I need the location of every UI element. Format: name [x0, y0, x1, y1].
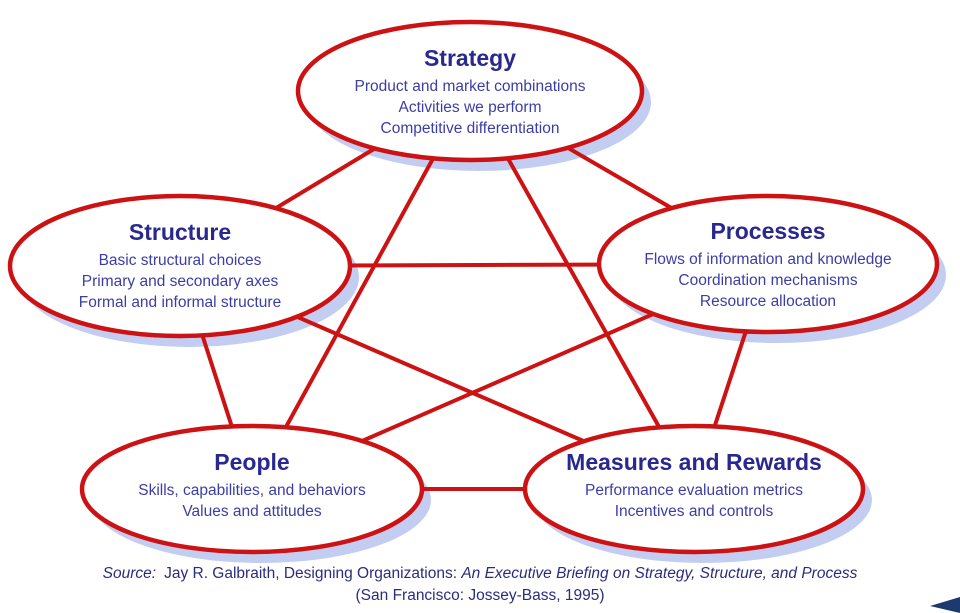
people-line-1: Skills, capabilities, and behaviors: [138, 482, 366, 499]
measures-ellipse: [522, 423, 866, 555]
processes-line-3: Resource allocation: [699, 293, 837, 310]
source-line-1: Source: Jay R. Galbraith, Designing Organ…: [0, 563, 960, 585]
source-subtitle: An Executive Briefing on Strategy, Struc…: [461, 565, 858, 582]
processes-line-1: Flows of information and knowledge: [644, 251, 892, 268]
strategy-heading: Strategy: [423, 45, 517, 71]
node-people: People Skills, capabilities, and behavio…: [82, 449, 422, 522]
node-strategy: Strategy Product and market combinations…: [300, 45, 640, 139]
source-line-2: (San Francisco: Jossey-Bass, 1995): [355, 587, 605, 604]
people-heading: People: [214, 449, 290, 475]
source-citation: Source: Jay R. Galbraith, Designing Organ…: [0, 563, 960, 607]
structure-line-1: Basic structural choices: [98, 252, 262, 269]
strategy-ellipse: [295, 19, 645, 163]
people-ellipse: [79, 423, 425, 555]
measures-line-2: Incentives and controls: [614, 503, 774, 520]
processes-heading: Processes: [710, 218, 826, 244]
corner-decoration: [930, 597, 960, 613]
measures-line-1: Performance evaluation metrics: [585, 482, 803, 499]
processes-line-2: Coordination mechanisms: [678, 272, 858, 289]
structure-ellipse: [7, 193, 353, 339]
node-processes: Processes Flows of information and knowl…: [598, 218, 938, 312]
measures-heading: Measures and Rewards: [566, 449, 822, 475]
strategy-line-3: Competitive differentiation: [380, 120, 560, 137]
processes-ellipse: [596, 193, 940, 335]
structure-line-2: Primary and secondary axes: [81, 273, 279, 290]
source-label: Source:: [102, 565, 157, 582]
source-author: Jay R. Galbraith, Designing Organization…: [164, 565, 457, 582]
node-structure: Structure Basic structural choices Prima…: [15, 219, 345, 313]
structure-line-3: Formal and informal structure: [78, 294, 282, 311]
node-measures: Measures and Rewards Performance evaluat…: [514, 449, 874, 522]
strategy-line-1: Product and market combinations: [354, 78, 586, 95]
structure-heading: Structure: [128, 219, 232, 245]
strategy-line-2: Activities we perform: [398, 99, 542, 116]
people-line-2: Values and attitudes: [182, 503, 322, 520]
